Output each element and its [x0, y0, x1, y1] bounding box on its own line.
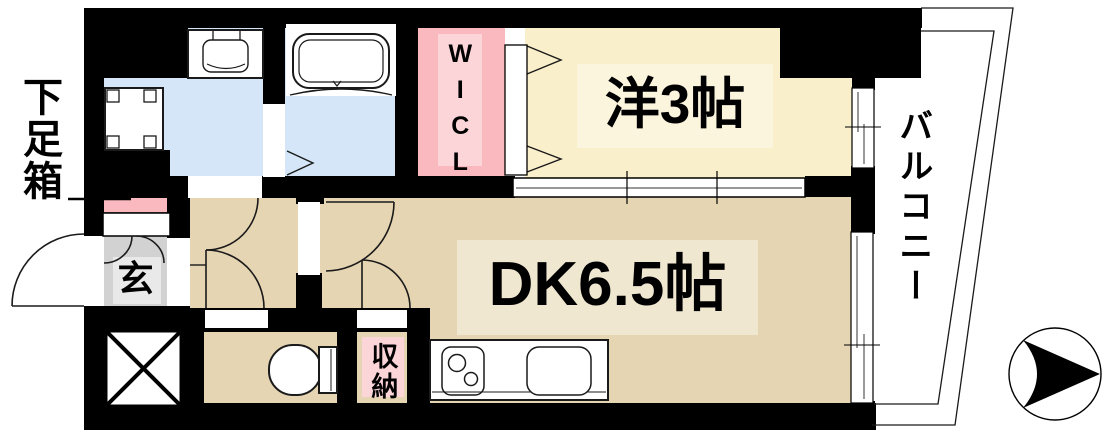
sliding-partition: [512, 171, 806, 204]
western-room-label-plate: [577, 64, 773, 148]
wicl-label-plate: [438, 34, 482, 166]
wicl-label: WICL: [446, 40, 475, 184]
entrance-step: [102, 212, 171, 237]
balcony-label: バルコニー: [893, 108, 932, 308]
folding-door-arrow-wicl-bottom: [526, 145, 563, 173]
washroom-door-arc: [205, 197, 259, 251]
storage-door-arc: [361, 259, 411, 309]
toilet-door-opening: [205, 310, 268, 328]
kitchen-counter-icon: [429, 339, 609, 401]
front-door-opening: [84, 236, 104, 306]
bathtub-icon: [286, 24, 396, 96]
toilet-door-arc: [205, 249, 265, 309]
entrance-label: 玄: [117, 258, 154, 299]
washing-machine-pan-icon: [104, 87, 164, 151]
washbasin-icon: [187, 29, 264, 79]
washroom-door-opening: [188, 176, 262, 198]
dk-door-arc: [325, 201, 395, 272]
shoe-cabinet-label: 下足箱: [17, 76, 61, 202]
sliding-window-west: [845, 87, 881, 169]
gas-stove-icon: [441, 346, 485, 396]
folding-door-arrow-bath: [286, 150, 315, 176]
western-room-label: 洋3帖: [604, 73, 746, 135]
shaft-x-icon: [102, 327, 185, 410]
kitchen-sink-icon: [526, 346, 592, 396]
storage-door-opening: [357, 310, 407, 328]
dk-label: DK6.5帖: [488, 250, 727, 319]
balcony-outline: [872, 7, 1014, 426]
entrance-hall-opening: [167, 238, 190, 306]
dk-label-plate: [457, 240, 758, 335]
door-swings: [11, 197, 411, 309]
folding-door-arrows: [286, 45, 563, 176]
door-openings: [84, 104, 407, 328]
storage-label: 収納: [367, 342, 398, 402]
shoe-cabinet-door-arc-right: [135, 235, 165, 264]
wicl-door-panel: [504, 44, 528, 176]
storage-label-plate: [362, 337, 404, 397]
folding-door-arrow-wicl-top: [526, 45, 563, 75]
hall-dk-opening: [298, 202, 320, 275]
front-door-arc: [11, 233, 85, 307]
entrance-mat: [113, 257, 161, 304]
toilet-icon: [268, 344, 338, 396]
sliding-window-dk: [844, 231, 880, 404]
bathroom-door-opening: [263, 104, 285, 177]
north-arrow-icon: [1008, 327, 1102, 421]
shoe-cabinet-door-arc-left: [103, 235, 133, 264]
